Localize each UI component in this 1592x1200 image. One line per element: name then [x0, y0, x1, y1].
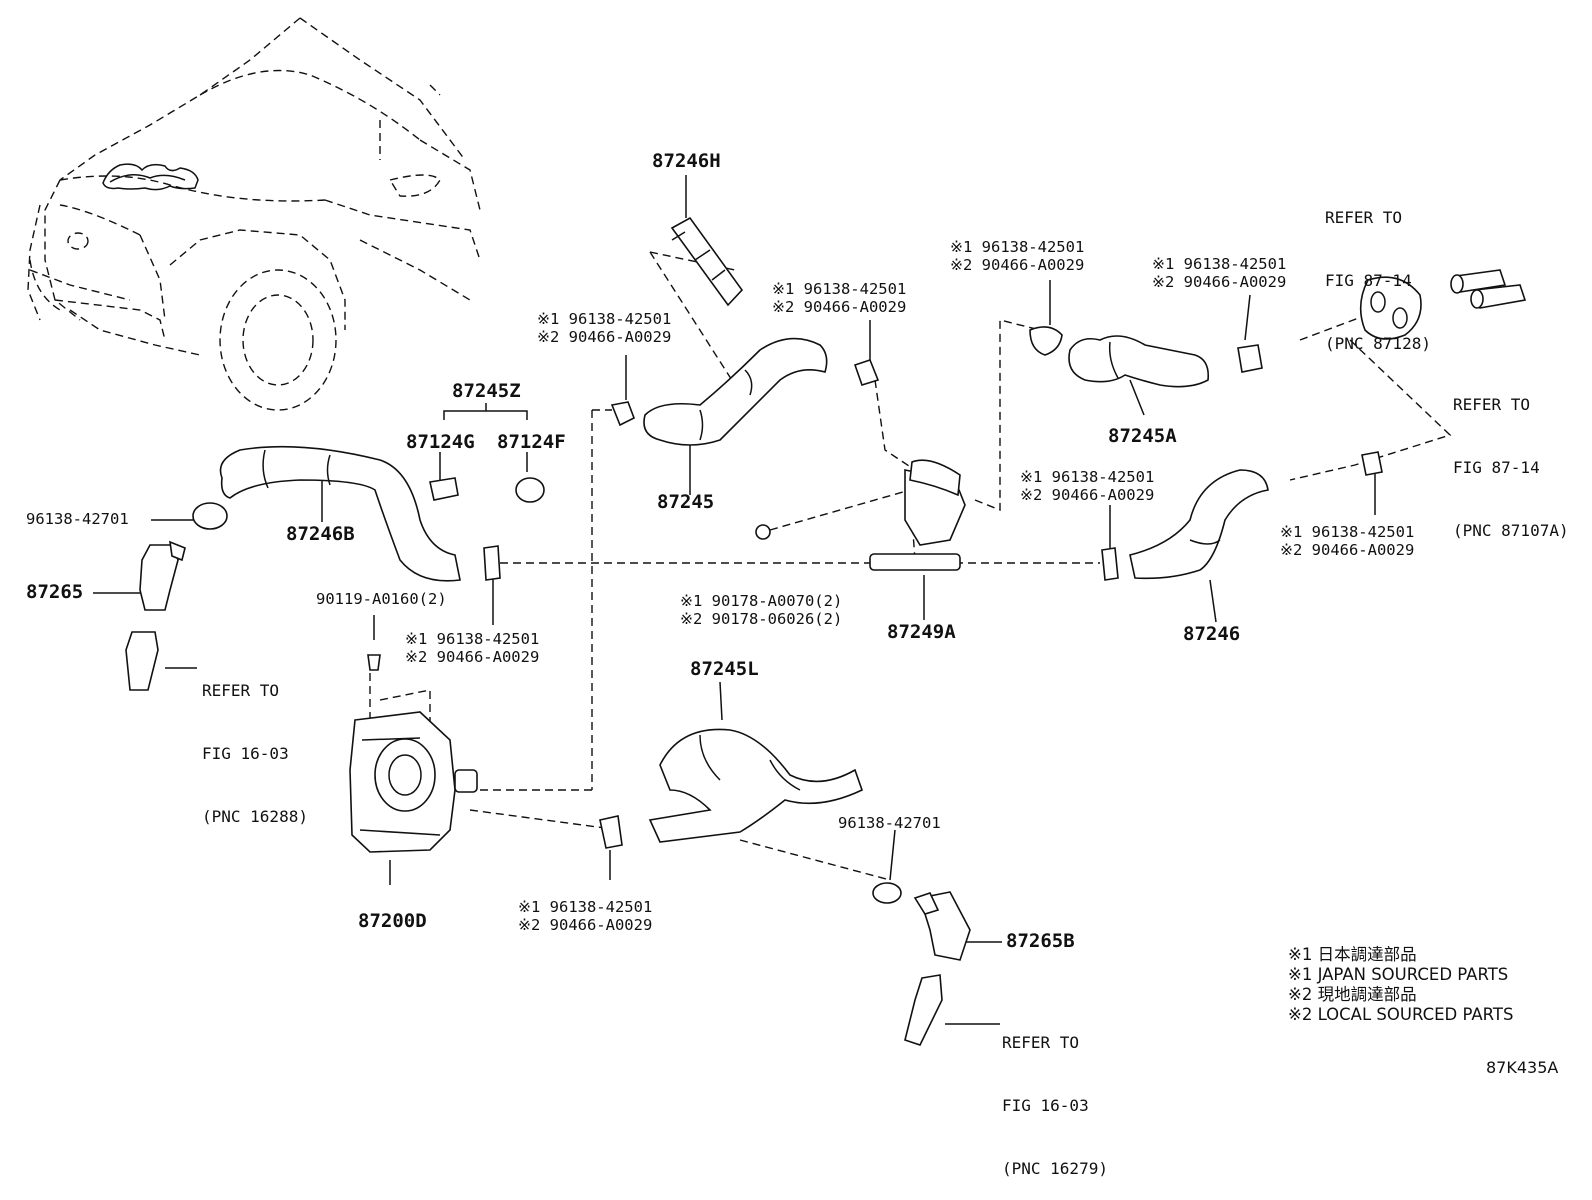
part-87128-grommet [1359, 276, 1422, 340]
ref-line: REFER TO [1453, 395, 1531, 414]
label-87124G: 87124G [406, 431, 475, 453]
ref-fig-16-03-pnc-16279: REFER TO FIG 16-03 (PNC 16279) [1002, 990, 1108, 1200]
clamp-group-bottom: ※1 96138-42501 ※2 90466-A0029 [518, 898, 652, 934]
clamp-group-top-right: ※1 96138-42501 ※2 90466-A0029 [1152, 255, 1286, 291]
legend-local-jp: ※2 現地調達部品 [1288, 985, 1417, 1004]
part-87245A-hose [1068, 335, 1210, 388]
label-87245L: 87245L [690, 658, 759, 680]
part-87249A-pipe [869, 459, 966, 571]
clamp-code-japan: ※1 96138-42501 [772, 280, 907, 298]
clamp-code-japan: ※1 96138-42501 [1152, 255, 1287, 273]
clamp-code-local: ※2 90466-A0029 [950, 256, 1085, 274]
clamp-code-local: ※2 90466-A0029 [1280, 541, 1415, 559]
clamp-code-japan: ※1 96138-42501 [537, 310, 672, 328]
label-87245A: 87245A [1108, 425, 1177, 447]
ref-fig-87-14-pnc-87128: REFER TO FIG 87-14 (PNC 87128) [1325, 165, 1431, 375]
ref-line: (PNC 16279) [1002, 1159, 1108, 1178]
ref-line: REFER TO [202, 681, 280, 700]
clamp-group-top-mid-right: ※1 96138-42501 ※2 90466-A0029 [950, 238, 1084, 274]
ref-line: FIG 87-14 [1325, 271, 1412, 290]
ref-line: FIG 16-03 [1002, 1096, 1089, 1115]
part-87200D-pump [349, 711, 478, 853]
clamp-group-upper-left: ※1 96138-42501 ※2 90466-A0029 [537, 310, 671, 346]
ref-line: (PNC 87128) [1325, 334, 1431, 353]
figure-code: 87K435A [1486, 1058, 1559, 1077]
part-87246-hose [1129, 469, 1269, 580]
parts-diagram: 87246H 87245Z 87124G 87124F 87246B 87245… [26, 17, 1569, 1178]
nut-code-local: ※2 90178-06026(2) [680, 610, 843, 628]
clamp-code-local: ※2 90466-A0029 [537, 328, 672, 346]
legend-japan-en: ※1 JAPAN SOURCED PARTS [1288, 965, 1509, 984]
clamp-group-upper-mid: ※1 96138-42501 ※2 90466-A0029 [772, 280, 906, 316]
ref-line: (PNC 16288) [202, 807, 308, 826]
clamp-code-japan: ※1 96138-42501 [1020, 468, 1155, 486]
ref-line: (PNC 87107A) [1453, 521, 1569, 540]
ref-fig-87-14-pnc-87107A: REFER TO FIG 87-14 (PNC 87107A) [1453, 352, 1569, 562]
clamp-group-mid-right: ※1 96138-42501 ※2 90466-A0029 [1020, 468, 1154, 504]
ref-line: REFER TO [1325, 208, 1403, 227]
nut-code-japan: ※1 90178-A0070(2) [680, 592, 843, 610]
clamp-code-local: ※2 90466-A0029 [518, 916, 653, 934]
clamp-code-local: ※2 90466-A0029 [405, 648, 540, 666]
clamp-code-local: ※2 90466-A0029 [772, 298, 907, 316]
sourcing-legend: ※1 日本調達部品 ※1 JAPAN SOURCED PARTS ※2 現地調達… [1288, 945, 1513, 1025]
part-87245-hose [643, 337, 828, 446]
ref-line: REFER TO [1002, 1033, 1080, 1052]
clamp-code-local: ※2 90466-A0029 [1020, 486, 1155, 504]
label-87265B: 87265B [1006, 930, 1075, 952]
clamp-code-japan: ※1 96138-42501 [405, 630, 540, 648]
clamp-group-center-left: ※1 96138-42501 ※2 90466-A0029 [405, 630, 539, 666]
part-87265-sensor [125, 540, 186, 691]
label-87124F: 87124F [497, 431, 566, 453]
label-87200D: 87200D [358, 910, 427, 932]
legend-japan-jp: ※1 日本調達部品 [1288, 945, 1417, 964]
legend-local-en: ※2 LOCAL SOURCED PARTS [1288, 1005, 1514, 1024]
ref-line: FIG 16-03 [202, 744, 289, 763]
part-87246B-hose [219, 445, 461, 582]
nut-group: ※1 90178-A0070(2) ※2 90178-06026(2) [680, 592, 842, 628]
clamp-code-local: ※2 90466-A0029 [1152, 273, 1287, 291]
label-bolt-90119: 90119-A0160(2) [316, 590, 447, 608]
clamp-code-japan: ※1 96138-42501 [1280, 523, 1415, 541]
label-87246: 87246 [1183, 623, 1241, 645]
part-87246H [670, 216, 744, 307]
label-87265: 87265 [26, 581, 84, 603]
label-87249A: 87249A [887, 621, 956, 643]
label-clamp-96138-42701-lower: 96138-42701 [838, 814, 941, 832]
part-87265B-sensor [904, 891, 971, 1046]
ref-line: FIG 87-14 [1453, 458, 1540, 477]
part-87107A-pipes [1450, 269, 1527, 309]
diagram-drawing [27, 17, 1527, 1046]
clamp-code-japan: ※1 96138-42501 [950, 238, 1085, 256]
part-87245L-hose [648, 728, 863, 843]
label-87245Z: 87245Z [452, 380, 521, 402]
label-87246B: 87246B [286, 523, 355, 545]
ref-fig-16-03-pnc-16288: REFER TO FIG 16-03 (PNC 16288) [202, 638, 308, 848]
vehicle-illustration [27, 17, 481, 411]
label-87245: 87245 [657, 491, 715, 513]
label-clamp-96138-42701-left: 96138-42701 [26, 510, 129, 528]
clamp-parts [192, 326, 1383, 904]
clamp-group-far-right: ※1 96138-42501 ※2 90466-A0029 [1280, 523, 1414, 559]
clamp-code-japan: ※1 96138-42501 [518, 898, 653, 916]
label-87246H: 87246H [652, 150, 721, 172]
